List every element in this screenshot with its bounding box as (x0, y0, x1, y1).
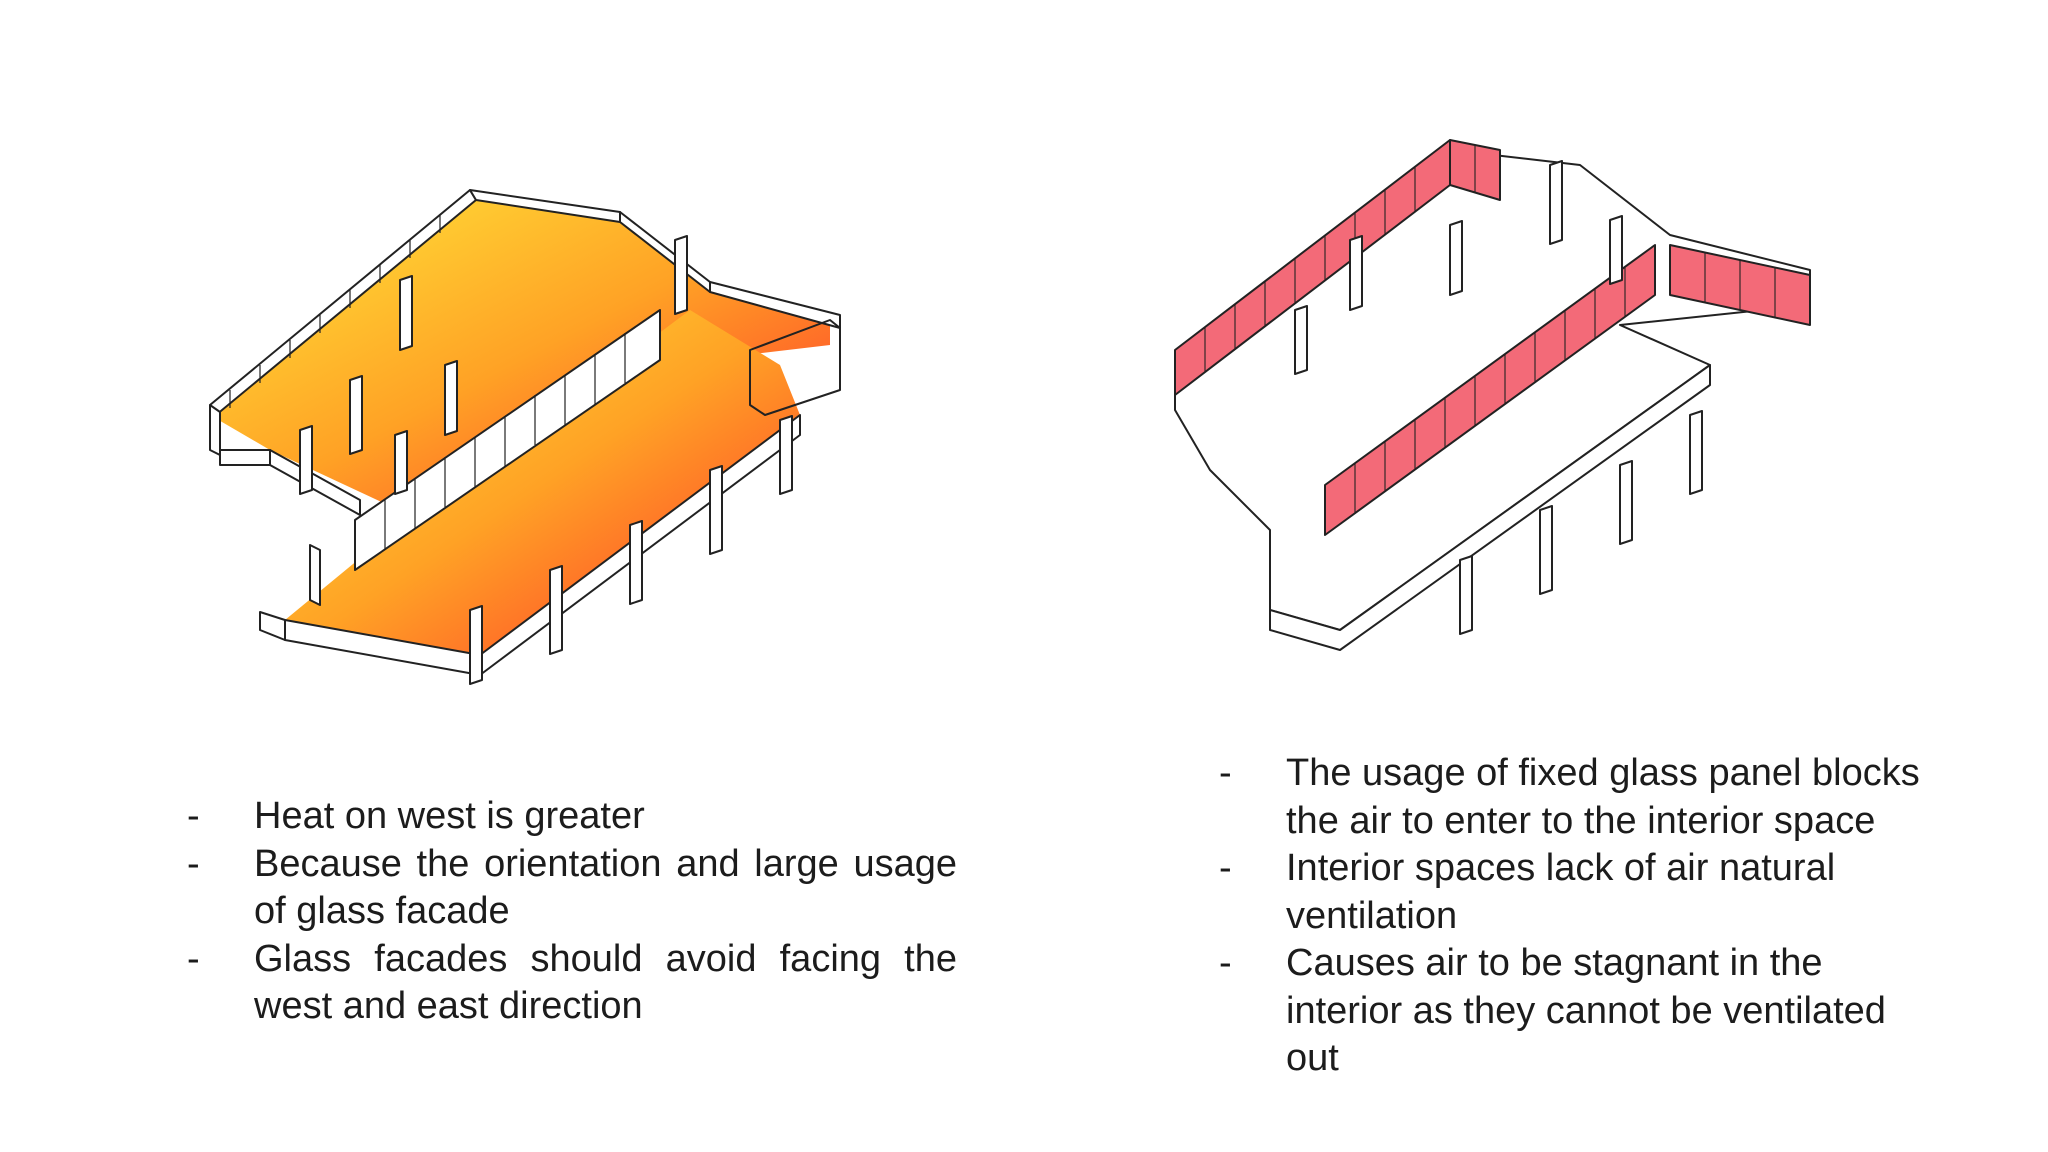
ventilation-notes-list: - The usage of fixed glass panel blocks … (1219, 750, 1939, 1083)
central-glass-partition (1324, 244, 1656, 536)
bullet-dash: - (1219, 752, 1232, 794)
note-item: - Because the orientation and large usag… (187, 841, 957, 936)
glass-facade-axonometric (1150, 110, 1850, 660)
note-item: - Heat on west is greater (187, 793, 957, 841)
note-text: Causes air to be stagnant in the interio… (1286, 942, 1886, 1079)
note-item: - Interior spaces lack of air natural ve… (1219, 845, 1939, 940)
note-text: Interior spaces lack of air natural vent… (1286, 847, 1836, 937)
note-text: The usage of fixed glass panel blocks th… (1286, 752, 1920, 842)
heat-notes-list: - Heat on west is greater - Because the … (187, 793, 957, 1031)
bullet-dash: - (1219, 847, 1232, 889)
bullet-dash: - (187, 795, 200, 837)
note-item: - Causes air to be stagnant in the inter… (1219, 940, 1939, 1083)
lower-floor-heat-zone (285, 310, 800, 655)
note-text: Heat on west is greater (254, 795, 645, 837)
bullet-dash: - (1219, 942, 1232, 984)
note-item: - Glass facades should avoid facing the … (187, 936, 957, 1031)
columns (299, 235, 793, 685)
note-text: Because the orientation and large usage … (254, 842, 957, 933)
note-item: - The usage of fixed glass panel blocks … (1219, 750, 1939, 845)
heat-gain-drawing (209, 189, 841, 685)
glass-facade-drawing (1174, 139, 1811, 651)
heat-gain-axonometric (190, 150, 910, 730)
note-text: Glass facades should avoid facing the we… (254, 937, 957, 1028)
bullet-dash: - (187, 937, 200, 980)
south-parapet (1269, 364, 1711, 651)
bullet-dash: - (187, 842, 200, 885)
central-glass-partition (354, 309, 661, 571)
columns (1294, 160, 1703, 635)
